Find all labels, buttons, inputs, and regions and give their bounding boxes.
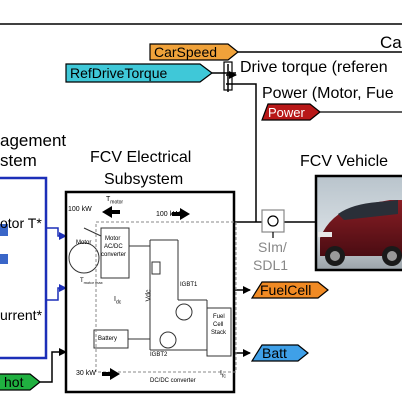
hot-signal-line [40, 348, 67, 383]
fuelcell-tag-label: FuelCell [260, 282, 312, 298]
bus-block [223, 61, 233, 91]
t-motor-max-label: Tmotor max [80, 278, 103, 286]
power-description-label: Power (Motor, Fue [262, 85, 394, 102]
refdrivetorque-tag[interactable]: RefDriveTorque [66, 65, 167, 81]
power-flow-arrow-left [102, 206, 112, 218]
electrical-schematic [68, 221, 237, 373]
power-flow-arrow-right-tail [172, 212, 180, 216]
hot-tag-label: hot [4, 374, 24, 390]
fuel-cell-stack-box [206, 307, 232, 357]
slm-label: SIm/ [258, 239, 287, 255]
kw-100-left-label: 100 kW [68, 206, 92, 213]
fuelcell-tag[interactable]: FuelCell [256, 282, 311, 298]
fcv-electrical-title: FCV Electrical [90, 149, 192, 166]
current-signal-line [46, 284, 67, 301]
hot-tag[interactable]: hot [0, 374, 23, 390]
hot-tag-shape [0, 373, 41, 391]
carspeed-tag[interactable]: CarSpeed [150, 44, 217, 60]
top-right-label: Ca [380, 33, 402, 52]
igbt1-label: IGBT1 [180, 282, 198, 288]
batt-tag[interactable]: Batt [258, 345, 287, 361]
vdc-label: Vdc [145, 289, 153, 302]
t-motor-label: Tmotor [106, 196, 124, 206]
motor-label: Motor [76, 240, 92, 246]
motor-torque-signal-line [46, 227, 67, 240]
i-fc-label: Ifc [220, 370, 226, 380]
current-label: urrent* [0, 307, 43, 323]
carspeed-tag-label: CarSpeed [154, 44, 218, 60]
power-tag-label: Power [268, 104, 305, 120]
fcv-vehicle-title: FCV Vehicle [300, 153, 389, 170]
batt-tag-label: Batt [262, 345, 287, 361]
dc-dc-converter-label: DC/DC converter [150, 378, 196, 384]
power-flow-arrow-bottom [110, 368, 120, 380]
motor-ac-dc-label-1: Motor [105, 236, 121, 242]
fuelcell-tag-shape [250, 281, 329, 299]
batt-tag-shape [250, 344, 309, 362]
power-flow-arrow-right [180, 208, 190, 220]
carspeed-tag-shape [149, 43, 239, 61]
management-title-line2: stem [0, 151, 37, 170]
power-tag[interactable]: Power [264, 104, 305, 120]
i-dc-label: Idc [114, 296, 122, 306]
fuel-cell-stack-label-3: Stack [211, 330, 227, 336]
power-tag-shape [261, 103, 321, 121]
motor-circle [68, 242, 100, 274]
sdl1-label: SDL1 [253, 257, 289, 273]
refdrivetorque-tag-label: RefDriveTorque [70, 65, 168, 81]
motor-ac-dc-label-2: AC/DC [104, 244, 123, 250]
management-subsystem-box [0, 176, 48, 360]
sdl-block-symbol [267, 215, 279, 227]
power-flow-arrow-left-tail [112, 210, 120, 214]
motor-ac-dc-label-3: converter [101, 252, 127, 258]
subsystem-title: Subsystem [104, 171, 184, 188]
sdl-block [261, 209, 285, 233]
kw-30-label: 30 kW [76, 370, 96, 377]
motor-port-icon [0, 224, 8, 236]
power-flow-arrow-bottom-tail [102, 372, 110, 376]
motor-ac-dc-box [100, 227, 130, 279]
drive-torque-label: Drive torque (referen [240, 59, 388, 76]
fuel-cell-stack-label-1: Fuel [213, 314, 225, 320]
motor-torque-label: otor T* [0, 215, 42, 231]
current-port-icon [0, 254, 8, 264]
fuel-cell-stack-label-2: Cell [213, 322, 224, 328]
igbt2-label: IGBT2 [150, 352, 168, 358]
feedback-up-line [226, 83, 257, 222]
kw-100-right-label: 100 kW [156, 211, 180, 218]
car-image [318, 200, 402, 266]
battery-label: Battery [98, 336, 118, 342]
management-title-line1: agement [0, 131, 67, 150]
refdrivetorque-tag-shape [65, 63, 213, 83]
